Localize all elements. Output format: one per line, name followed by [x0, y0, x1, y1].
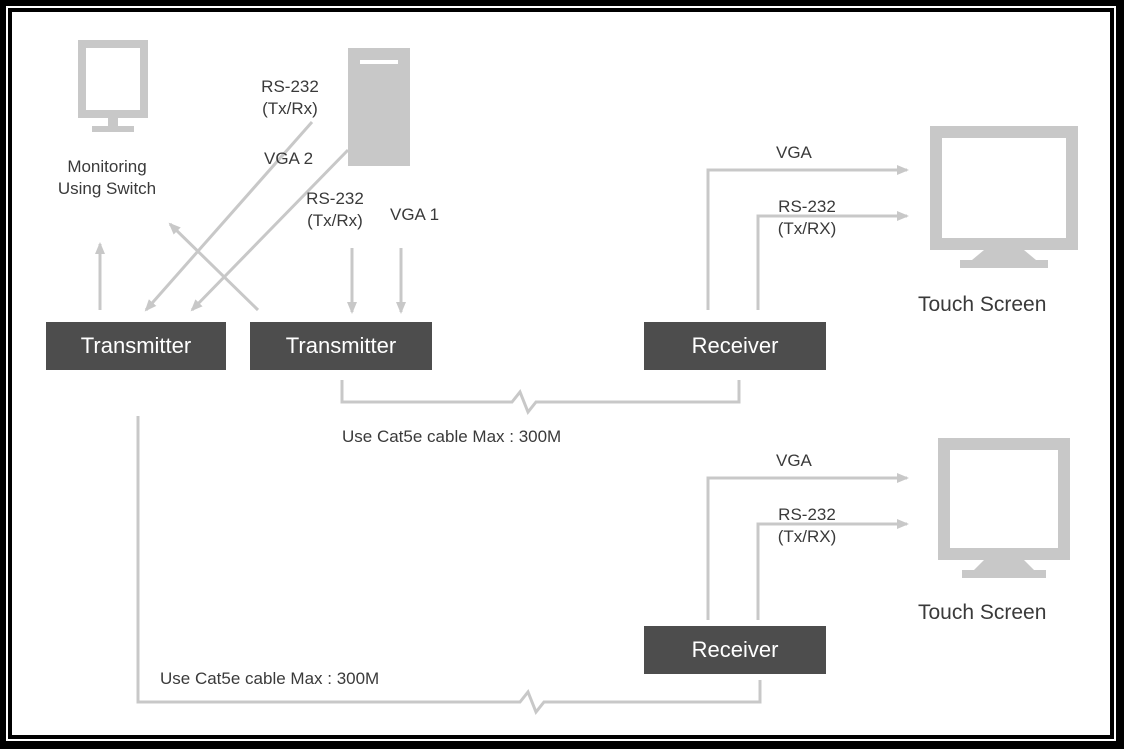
monitor-icon: [78, 40, 148, 132]
touch-screen-label-1: Touch Screen: [918, 293, 1047, 316]
frame-border: [6, 6, 1116, 741]
receiver-box-2: Receiver: [644, 626, 826, 674]
vga2-label: VGA 2: [264, 149, 314, 168]
rx2-rs232-label: RS-232 (Tx/RX): [777, 505, 837, 546]
transmitter-box-2: Transmitter: [250, 322, 432, 370]
rx1-vga-label: VGA: [776, 143, 812, 162]
arrow-rx1-vga: [706, 165, 909, 310]
cable-label-1: Use Cat5e cable Max : 300M: [342, 427, 562, 446]
monitoring-label: Monitoring Using Switch: [57, 157, 157, 198]
transmitter-box-1: Transmitter: [46, 322, 226, 370]
diagram-graphics: [78, 40, 1078, 715]
cable-line-1: [340, 380, 741, 415]
touch-screen-icon-1: [930, 126, 1078, 268]
arrow-rx1-rs232: [756, 211, 909, 310]
pc-tower-icon: [348, 48, 410, 166]
arrow-rs232-pc-to-tx1: [144, 121, 314, 312]
diagram-canvas: Monitoring Using Switch RS-232 (Tx/Rx) V…: [12, 12, 1110, 735]
cable-line-2: [136, 416, 762, 715]
rs232-label-a: RS-232 (Tx/Rx): [261, 77, 319, 118]
touch-screen-icon-2: [938, 438, 1070, 578]
vga1-label: VGA 1: [390, 205, 440, 224]
arrow-rx2-vga: [706, 473, 909, 620]
arrow-tx2-to-monitor: [168, 222, 260, 312]
rs232-label-b: RS-232 (Tx/Rx): [306, 189, 364, 230]
arrow-vga2-pc-to-tx1: [190, 148, 350, 312]
rx1-rs232-label: RS-232 (Tx/RX): [777, 197, 837, 238]
rx2-vga-label: VGA: [776, 451, 812, 470]
arrow-rx2-rs232: [756, 519, 909, 620]
cable-label-2: Use Cat5e cable Max : 300M: [160, 669, 380, 688]
receiver-box-1: Receiver: [644, 322, 826, 370]
touch-screen-label-2: Touch Screen: [918, 601, 1047, 624]
